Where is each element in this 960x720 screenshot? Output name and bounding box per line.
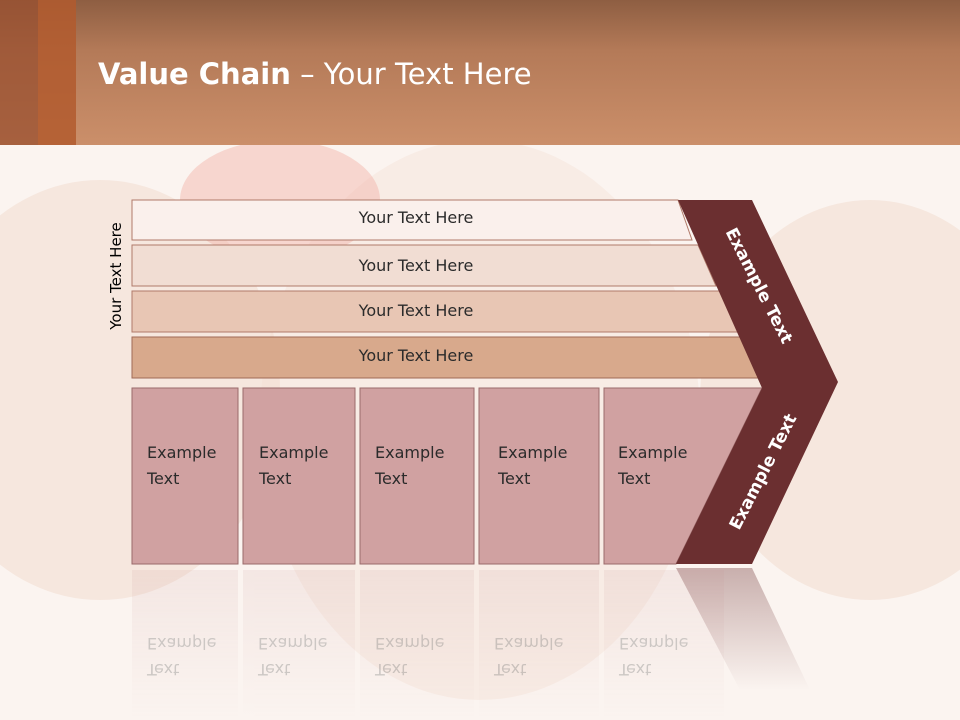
box-4-line2: Text: [498, 469, 531, 488]
box-3-shape: [359, 387, 475, 565]
box-4-shape: [478, 387, 600, 565]
box-3-line2: Text: [375, 469, 408, 488]
box-2-reflection-line2: Text: [258, 660, 291, 679]
box-3-line1: Example: [375, 443, 445, 462]
band-1-shape: [131, 199, 693, 241]
box-2-line2: Text: [259, 469, 292, 488]
slide-title: Value Chain – Your Text Here: [98, 54, 532, 94]
box-5-reflection-line2: Text: [619, 660, 652, 679]
chevron-shape: [676, 200, 838, 564]
box-4-reflection: Text Example: [479, 570, 599, 720]
box-2-shape: [242, 387, 356, 565]
box-4-reflection-line2: Text: [494, 660, 527, 679]
box-5-line2: Text: [618, 469, 651, 488]
box-1-reflection-line2: Text: [147, 660, 180, 679]
band-1-label: Your Text Here: [358, 208, 474, 227]
box-5-reflection: Text Example: [604, 570, 724, 720]
box-1-reflection: Text Example: [132, 570, 238, 720]
box-3-reflection-line1: Example: [375, 634, 445, 653]
box-3-reflection: Text Example: [360, 570, 474, 720]
title-bold: Value Chain: [98, 57, 291, 91]
box-4-reflection-line1: Example: [494, 634, 564, 653]
box-1-shape: [131, 387, 239, 565]
box-1-line1: Example: [147, 443, 217, 462]
header-accent-stripe: [0, 0, 38, 145]
header-accent-stripe: [38, 0, 76, 145]
box-2-line1: Example: [259, 443, 329, 462]
box-1-line2: Text: [147, 469, 180, 488]
box-2-reflection-line1: Example: [258, 634, 328, 653]
band-4-label: Your Text Here: [358, 346, 474, 365]
title-rest: – Your Text Here: [290, 57, 532, 91]
chevron-reflection: [676, 568, 810, 690]
box-1-reflection-line1: Example: [147, 634, 217, 653]
band-3-label: Your Text Here: [358, 301, 474, 320]
band-2-shape: [131, 244, 717, 287]
box-5-line1: Example: [618, 443, 688, 462]
slide-header: [0, 0, 960, 145]
box-4-line1: Example: [498, 443, 568, 462]
box-5-reflection-line1: Example: [619, 634, 689, 653]
box-3-reflection-line2: Text: [375, 660, 408, 679]
box-2-reflection: Text Example: [243, 570, 355, 720]
band-2-label: Your Text Here: [358, 256, 474, 275]
